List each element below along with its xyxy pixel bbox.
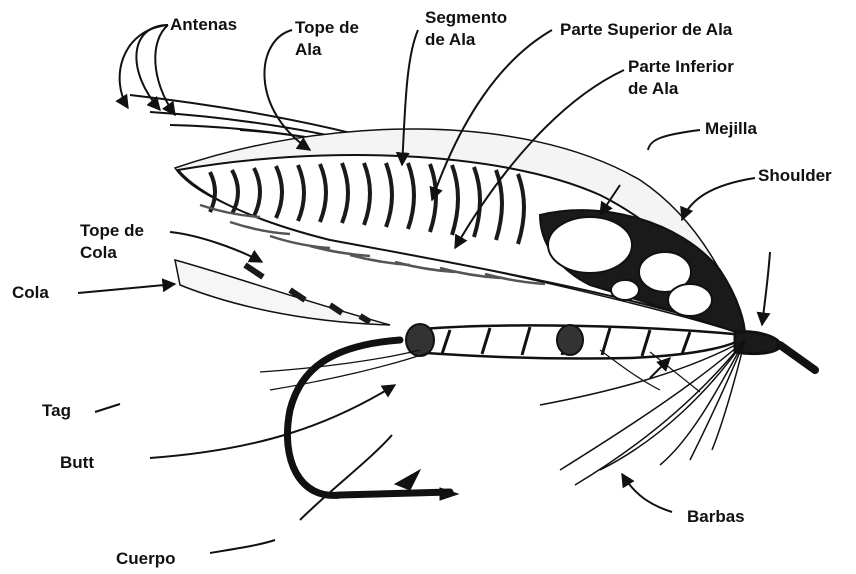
cuerpo-pointer: [210, 540, 275, 553]
shoulder-pointer: [682, 178, 755, 220]
label-barbas: Barbas: [687, 506, 745, 528]
label-cuerpo: Cuerpo: [116, 548, 176, 570]
tag-pointer: [95, 404, 120, 412]
label-segmento-line1: Segmento: [425, 7, 507, 29]
label-segmento-line2: de Ala: [425, 29, 507, 51]
label-mejilla: Mejilla: [705, 118, 757, 140]
label-tope-de-cola: Tope de Cola: [80, 220, 144, 264]
label-tope-de-ala: Tope de Ala: [295, 17, 359, 61]
hook-eye: [780, 345, 815, 370]
butt-knot-rear: [406, 324, 434, 356]
tope-de-cola-pointer: [170, 232, 262, 262]
label-parte-inferior-line1: Parte Inferior: [628, 56, 734, 78]
antenas-pointer-3: [155, 25, 175, 115]
label-shoulder: Shoulder: [758, 165, 832, 187]
label-parte-inferior-line2: de Ala: [628, 78, 734, 100]
tail-feather: [175, 260, 390, 325]
label-tag: Tag: [42, 400, 71, 422]
label-parte-inferior-de-ala: Parte Inferior de Ala: [628, 56, 734, 100]
cheek-spot-small: [611, 280, 639, 300]
butt-knot-middle: [557, 325, 583, 355]
mejilla-pointer: [648, 130, 700, 150]
label-tope-de-cola-line2: Cola: [80, 242, 144, 264]
cuerpo-pointer-b: [300, 435, 392, 520]
barbas-pointer: [622, 474, 672, 512]
antenas-pointer-2: [120, 25, 168, 108]
cola-pointer: [78, 284, 175, 293]
label-cola: Cola: [12, 282, 49, 304]
label-segmento-de-ala: Segmento de Ala: [425, 7, 507, 51]
head-pointer: [762, 252, 770, 325]
beard-hackle: [540, 340, 745, 485]
cheek-spot-upper: [548, 217, 632, 273]
label-tope-de-ala-line1: Tope de: [295, 17, 359, 39]
label-antenas: Antenas: [170, 14, 237, 36]
label-tope-de-ala-line2: Ala: [295, 39, 359, 61]
label-parte-superior-de-ala: Parte Superior de Ala: [560, 19, 732, 41]
label-butt: Butt: [60, 452, 94, 474]
fly-illustration: [130, 95, 815, 500]
butt-pointer: [150, 385, 395, 458]
hook-shank-bend: [287, 340, 450, 495]
label-tope-de-cola-line1: Tope de: [80, 220, 144, 242]
cheek-spot-lower: [668, 284, 712, 316]
